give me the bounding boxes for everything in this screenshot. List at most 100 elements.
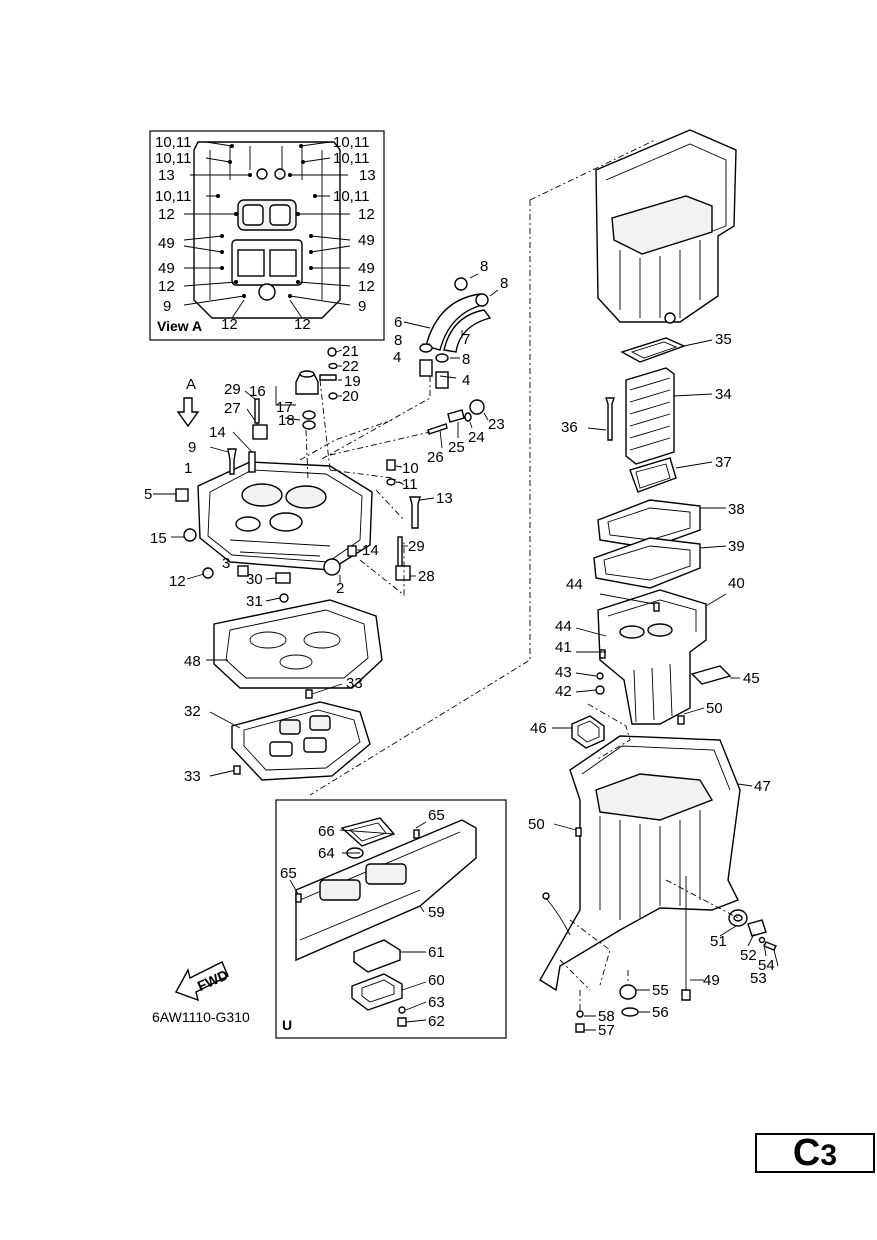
callout: 6 bbox=[394, 314, 402, 331]
lower-case-47 bbox=[539, 703, 753, 992]
callout: 66 bbox=[318, 823, 335, 840]
callout: 50 bbox=[528, 816, 545, 833]
callout: 65 bbox=[280, 865, 297, 882]
callout: 38 bbox=[728, 501, 745, 518]
exhaust-manifold-32 bbox=[209, 683, 371, 781]
exhaust-guide-assembly bbox=[153, 273, 499, 603]
callout: 33 bbox=[346, 675, 363, 692]
page-tag-number: 3 bbox=[820, 1139, 838, 1172]
callout: 53 bbox=[750, 970, 767, 987]
view-a-callout: 49 bbox=[158, 260, 175, 277]
inset-u: U bbox=[275, 799, 507, 1039]
view-a-arrow-label: A bbox=[186, 376, 196, 393]
callout: 56 bbox=[652, 1004, 669, 1021]
callout: 30 bbox=[246, 571, 263, 588]
callout: 65 bbox=[428, 807, 445, 824]
callout: 9 bbox=[188, 439, 196, 456]
callout: 29 bbox=[408, 538, 425, 555]
callout: 46 bbox=[530, 720, 547, 737]
callout: 57 bbox=[598, 1022, 615, 1039]
callout: 18 bbox=[278, 412, 295, 429]
callout: 48 bbox=[184, 653, 201, 670]
gaskets-upper bbox=[587, 337, 727, 589]
callout: 35 bbox=[715, 331, 732, 348]
callout: 10 bbox=[402, 460, 419, 477]
callout: 50 bbox=[706, 700, 723, 717]
callout: 31 bbox=[246, 593, 263, 610]
callout: 8 bbox=[462, 351, 470, 368]
view-a-callout: 10,11 bbox=[333, 150, 369, 167]
callout: 25 bbox=[448, 439, 465, 456]
drawing-code: 6AW1110-G310 bbox=[152, 1009, 250, 1025]
callout: 5 bbox=[144, 486, 152, 503]
callout: 2 bbox=[336, 580, 344, 597]
callout: 21 bbox=[342, 343, 359, 360]
callout: 40 bbox=[728, 575, 745, 592]
upper-case-40 bbox=[575, 589, 740, 725]
callout: 28 bbox=[418, 568, 435, 585]
callout: 17 bbox=[276, 399, 293, 416]
view-a-callout: 12 bbox=[158, 278, 175, 295]
callout: 59 bbox=[428, 904, 445, 921]
callout: 33 bbox=[184, 768, 201, 785]
view-a-callout: 12 bbox=[221, 316, 238, 333]
callout: 8 bbox=[394, 332, 402, 349]
bolt-49 bbox=[681, 876, 704, 1001]
callout: 27 bbox=[224, 400, 241, 417]
view-a-callout: 10,11 bbox=[333, 188, 369, 205]
view-a-callout: 9 bbox=[163, 298, 171, 315]
callout: 39 bbox=[728, 538, 745, 555]
callout: 55 bbox=[652, 982, 669, 999]
inset-u-label: U bbox=[282, 1017, 292, 1033]
callout: 14 bbox=[209, 424, 226, 441]
callout: 14 bbox=[362, 542, 379, 559]
view-a-callout: 10,11 bbox=[155, 134, 191, 151]
callout: 13 bbox=[436, 490, 453, 507]
view-a-callout: 49 bbox=[358, 260, 375, 277]
callout: 4 bbox=[393, 349, 401, 366]
part-callouts: 1 2 3 4 4 5 6 7 8 8 8 8 9 10 11 12 13 14… bbox=[144, 258, 775, 1039]
view-a-callout: 12 bbox=[158, 206, 175, 223]
callout: 32 bbox=[184, 703, 201, 720]
callout: 60 bbox=[428, 972, 445, 989]
view-a-inset: 10,11 10,11 13 10,11 12 49 49 12 9 12 10… bbox=[149, 130, 385, 341]
callout: 23 bbox=[488, 416, 505, 433]
callout: 41 bbox=[555, 639, 572, 656]
view-a-callout: 10,11 bbox=[333, 134, 369, 151]
callout: 4 bbox=[462, 372, 470, 389]
callout: 36 bbox=[561, 419, 578, 436]
callout: 15 bbox=[150, 530, 167, 547]
callout: 44 bbox=[555, 618, 572, 635]
callout: 54 bbox=[758, 957, 775, 974]
callout: 34 bbox=[715, 386, 732, 403]
callout: 64 bbox=[318, 845, 335, 862]
callout: 49 bbox=[703, 972, 720, 989]
view-a-callout: 49 bbox=[358, 232, 375, 249]
callout: 47 bbox=[754, 778, 771, 795]
view-a-arrow: A bbox=[176, 376, 200, 428]
callout: 22 bbox=[342, 358, 359, 375]
gasket-48 bbox=[206, 599, 383, 689]
view-a-callout: 12 bbox=[358, 278, 375, 295]
callout: 7 bbox=[462, 331, 470, 348]
callout: 26 bbox=[427, 449, 444, 466]
fwd-arrow-icon: FWD bbox=[174, 961, 230, 1002]
callout: 29 bbox=[224, 381, 241, 398]
callout: 19 bbox=[344, 373, 361, 390]
callout: 20 bbox=[342, 388, 359, 405]
view-a-callout: 12 bbox=[358, 206, 375, 223]
view-a-callout: 12 bbox=[294, 316, 311, 333]
view-a-callout: 13 bbox=[359, 167, 376, 184]
view-a-callout: 10,11 bbox=[155, 150, 191, 167]
callout: 43 bbox=[555, 664, 572, 681]
callout: 62 bbox=[428, 1013, 445, 1030]
view-a-callout: 49 bbox=[158, 235, 175, 252]
callout: 11 bbox=[402, 476, 418, 493]
callout: 42 bbox=[555, 683, 572, 700]
callout: 44 bbox=[566, 576, 583, 593]
view-a-callout: 10,11 bbox=[155, 188, 191, 205]
callout: 51 bbox=[710, 933, 727, 950]
callout: 24 bbox=[468, 429, 485, 446]
